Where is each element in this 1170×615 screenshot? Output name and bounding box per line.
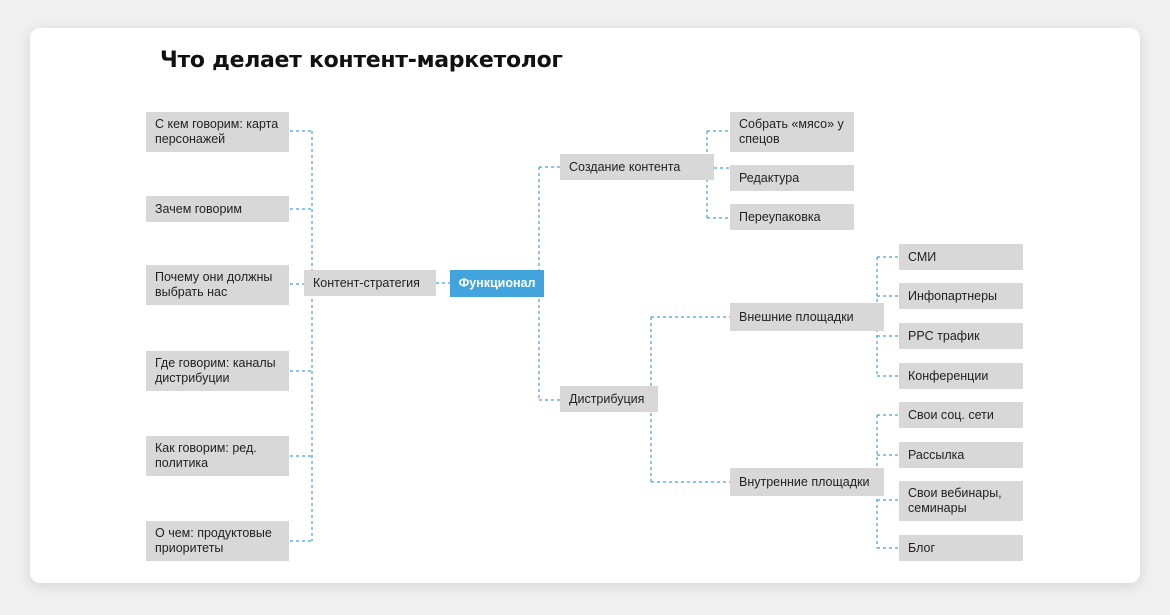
center-node-functional: Функционал	[450, 270, 544, 297]
external-item-ppc: PPC трафик	[899, 323, 1023, 349]
strategy-item-why: Зачем говорим	[146, 196, 289, 222]
page-title: Что делает контент-маркетолог	[160, 48, 563, 73]
strategy-item-value: Почему они должны выбрать нас	[146, 265, 289, 305]
strategy-item-channels: Где говорим: каналы дистрибуции	[146, 351, 289, 391]
distribution-node: Дистрибуция	[560, 386, 658, 412]
external-item-conferences: Конференции	[899, 363, 1023, 389]
strategy-item-product-priorities: О чем: продуктовые приоритеты	[146, 521, 289, 561]
external-item-media: СМИ	[899, 244, 1023, 270]
internal-item-newsletter: Рассылка	[899, 442, 1023, 468]
internal-item-webinars: Свои вебинары, семинары	[899, 481, 1023, 521]
internal-item-social: Свои соц. сети	[899, 402, 1023, 428]
internal-platforms-node: Внутренние площадки	[730, 468, 884, 496]
external-platforms-node: Внешние площадки	[730, 303, 884, 331]
strategy-item-personas: С кем говорим: карта персонажей	[146, 112, 289, 152]
strategy-item-editorial-policy: Как говорим: ред. политика	[146, 436, 289, 476]
internal-item-blog: Блог	[899, 535, 1023, 561]
creation-item-editing: Редактура	[730, 165, 854, 191]
content-strategy-node: Контент-стратегия	[304, 270, 436, 296]
creation-item-repackaging: Переупаковка	[730, 204, 854, 230]
creation-item-collect: Собрать «мясо» у спецов	[730, 112, 854, 152]
external-item-infopartners: Инфопартнеры	[899, 283, 1023, 309]
content-creation-node: Создание контента	[560, 154, 714, 180]
